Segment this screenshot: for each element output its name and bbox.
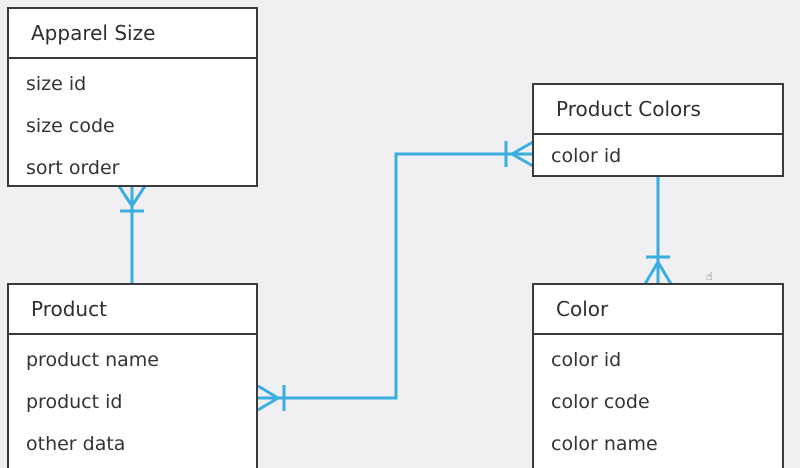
entity-color[interactable]: Color color id color code color name <box>532 283 784 468</box>
field-product-id: product id <box>26 391 123 413</box>
crowfoot-apparel-size <box>117 185 147 213</box>
entity-product-colors[interactable]: Product Colors color id <box>532 83 784 177</box>
entity-fields: product name product id other data <box>9 335 256 465</box>
field-product-name: product name <box>26 349 159 371</box>
crowfoot-product <box>257 384 286 412</box>
field-color-id: color id <box>551 145 622 167</box>
crowfoot-product-colors <box>504 140 534 168</box>
field-other-data: other data <box>26 433 126 455</box>
pointer-cursor-icon: ☝ <box>706 270 713 283</box>
field-size-id: size id <box>26 73 87 95</box>
crowfoot-color <box>643 255 673 285</box>
entity-title: Color <box>534 285 782 335</box>
entity-apparel-size[interactable]: Apparel Size size id size code sort orde… <box>7 7 258 187</box>
field-color-name: color name <box>551 433 658 455</box>
entity-fields: color id color code color name <box>534 335 782 465</box>
entity-title: Product Colors <box>534 85 782 135</box>
field-color-id: color id <box>551 349 622 371</box>
entity-fields: size id size code sort order <box>9 59 256 189</box>
entity-product[interactable]: Product product name product id other da… <box>7 283 258 468</box>
entity-fields: color id <box>534 135 782 177</box>
field-sort-order: sort order <box>26 157 120 179</box>
entity-title: Product <box>9 285 256 335</box>
connector-product-productcolors <box>257 152 533 400</box>
entity-title: Apparel Size <box>9 9 256 59</box>
field-size-code: size code <box>26 115 115 137</box>
field-color-code: color code <box>551 391 650 413</box>
